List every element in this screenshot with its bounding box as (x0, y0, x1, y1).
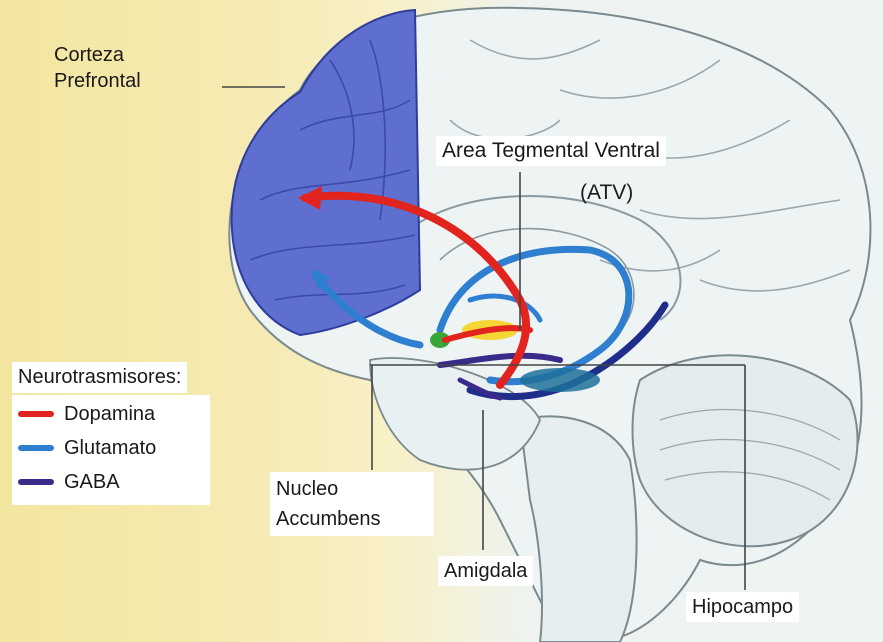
legend-label-gaba: GABA (64, 471, 120, 494)
legend-item-glutamate: Glutamato (18, 431, 204, 465)
label-nucleus-accumbens: Nucleo Accumbens (270, 472, 434, 536)
label-hippocampus: Hipocampo (686, 592, 799, 622)
swatch-glutamate (18, 445, 54, 451)
swatch-dopamine (18, 411, 54, 417)
legend-label-dopamine: Dopamina (64, 403, 155, 426)
label-atv-line1: Area Tegmental Ventral (436, 136, 666, 166)
label-atv-line2: (ATV) (580, 180, 633, 206)
legend: Neurotrasmisores: Dopamina Glutamato GAB… (12, 362, 210, 505)
legend-title: Neurotrasmisores: (12, 362, 187, 393)
label-amygdala: Amigdala (438, 556, 533, 586)
legend-list: Dopamina Glutamato GABA (12, 395, 210, 505)
legend-label-glutamate: Glutamato (64, 437, 156, 460)
swatch-gaba (18, 479, 54, 485)
legend-item-dopamine: Dopamina (18, 397, 204, 431)
label-prefrontal-cortex: Corteza Prefrontal (54, 42, 141, 94)
brainstem (520, 416, 637, 642)
legend-item-gaba: GABA (18, 465, 204, 499)
teal-region (520, 368, 600, 392)
